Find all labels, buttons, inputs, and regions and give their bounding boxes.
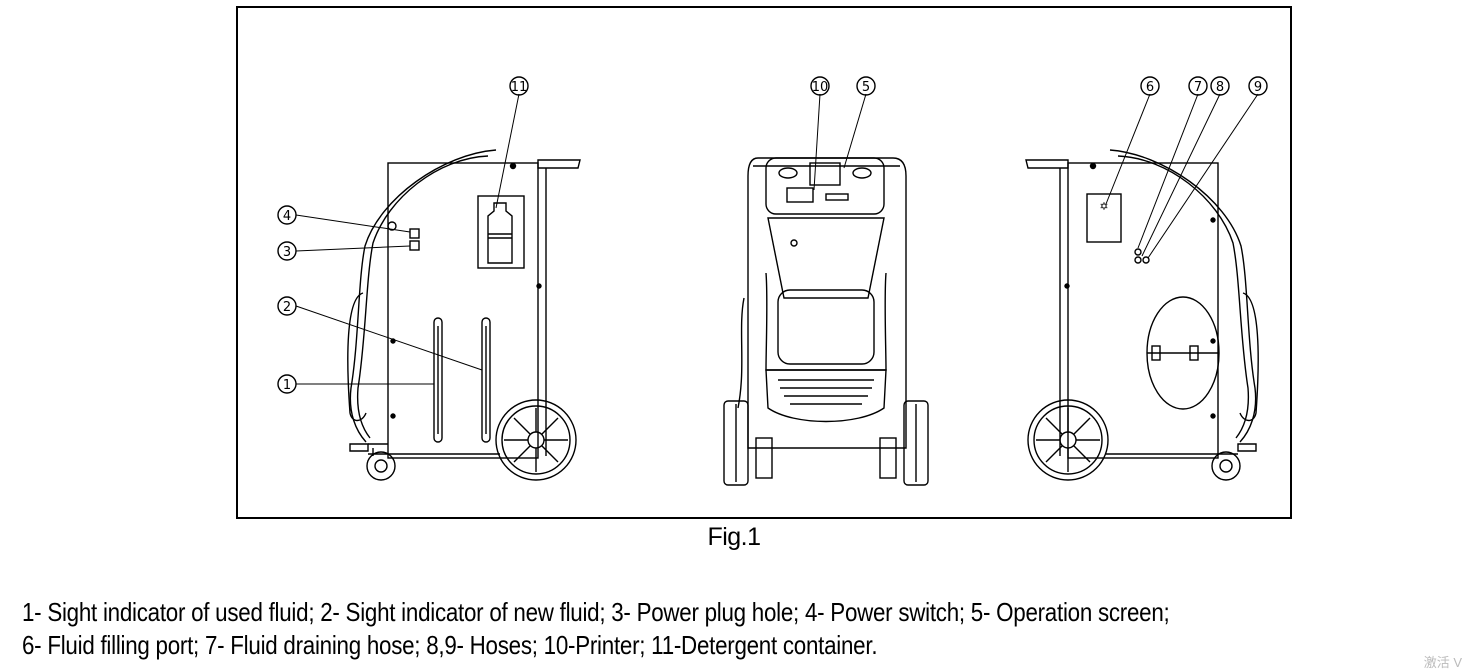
svg-text:✡: ✡: [1099, 201, 1108, 213]
callout-7: 7: [1188, 76, 1208, 96]
callout-11: 11: [509, 76, 529, 96]
callout-leaders-left: [295, 93, 520, 385]
svg-text:3: 3: [283, 245, 291, 260]
front-view: [723, 157, 929, 486]
figure-caption: Fig.1: [707, 523, 761, 551]
callout-4: 4: [277, 205, 297, 225]
svg-text:11: 11: [511, 80, 528, 95]
callout-1: 1: [277, 374, 297, 394]
watermark: 激活 V: [1423, 655, 1462, 670]
svg-text:2: 2: [283, 300, 291, 315]
legend-line-1: 1- Sight indicator of used fluid; 2- Sig…: [22, 597, 1170, 627]
svg-text:4: 4: [283, 209, 291, 224]
callout-10: 10: [810, 76, 830, 96]
svg-text:10: 10: [812, 80, 829, 95]
callout-leaders-right: [1105, 93, 1259, 259]
svg-text:1: 1: [283, 378, 291, 393]
left-side-view: [347, 149, 581, 481]
callout-5: 5: [856, 76, 876, 96]
callout-3: 3: [277, 241, 297, 261]
svg-text:7: 7: [1194, 80, 1202, 95]
callout-6: 6: [1140, 76, 1160, 96]
svg-text:5: 5: [862, 80, 870, 95]
callout-8: 8: [1210, 76, 1230, 96]
figure-frame: 11 4 3 2 1: [236, 6, 1292, 519]
legend-line-2: 6- Fluid filling port; 7- Fluid draining…: [22, 630, 878, 660]
svg-text:8: 8: [1216, 80, 1224, 95]
machine-diagram: 11 4 3 2 1: [277, 76, 1268, 486]
callout-9: 9: [1248, 76, 1268, 96]
svg-text:9: 9: [1254, 80, 1262, 95]
callout-leaders-front: [813, 93, 867, 191]
right-side-view: ✡: [1025, 149, 1259, 481]
svg-text:6: 6: [1146, 80, 1154, 95]
callout-2: 2: [277, 296, 297, 316]
